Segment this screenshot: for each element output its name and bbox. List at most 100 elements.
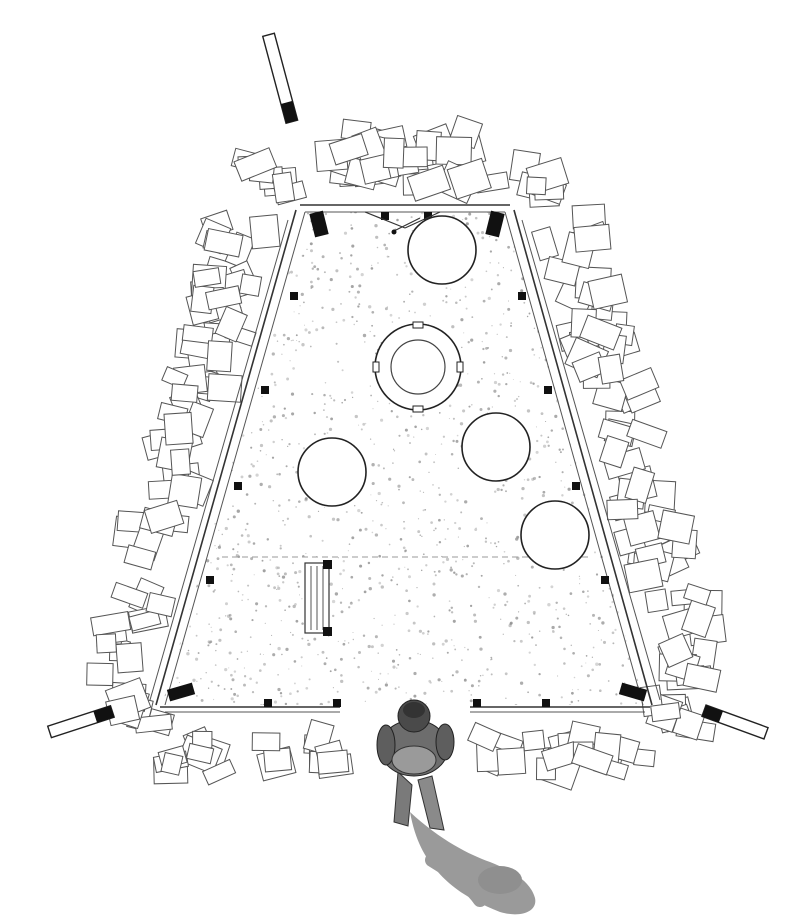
gravel-dot [455, 573, 458, 576]
wall-post [572, 482, 580, 490]
gravel-dot [243, 224, 247, 228]
gravel-dot [538, 586, 541, 589]
gravel-dot [317, 510, 320, 513]
gravel-dot [489, 250, 493, 253]
gravel-dot [342, 642, 346, 646]
gravel-dot [505, 336, 508, 339]
gravel-dot [251, 619, 254, 622]
stone-block [521, 729, 546, 752]
gravel-dot [382, 467, 385, 470]
gravel-dot [374, 635, 378, 639]
gravel-dot [458, 527, 462, 530]
gravel-dot [378, 687, 382, 691]
gravel-dot [432, 582, 436, 586]
gravel-dot [544, 221, 547, 224]
gravel-dot [634, 369, 637, 371]
gravel-dot [300, 292, 304, 297]
gravel-dot [420, 212, 424, 215]
gravel-dot [603, 472, 606, 475]
gravel-dot [649, 235, 651, 237]
gravel-dot [403, 300, 406, 303]
gravel-dot [488, 597, 490, 599]
gravel-dot [491, 709, 492, 710]
gravel-dot [384, 246, 389, 251]
gravel-dot [353, 323, 355, 326]
gravel-dot [406, 434, 410, 437]
gravel-dot [390, 410, 393, 413]
gravel-dot [465, 307, 468, 310]
gravel-dot [285, 647, 289, 652]
gravel-dot [316, 277, 320, 281]
gravel-dot [369, 438, 372, 440]
gravel-dot [533, 612, 536, 616]
gravel-dot [251, 690, 255, 694]
gravel-dot [351, 536, 355, 540]
gravel-dot [195, 525, 198, 528]
gravel-dot [237, 360, 239, 362]
gravel-dot [551, 625, 555, 630]
gravel-dot [591, 656, 594, 658]
gravel-dot [570, 644, 573, 647]
gravel-dot [424, 508, 427, 511]
gravel-dot [638, 605, 641, 608]
gravel-dot [492, 606, 495, 609]
gravel-dot [156, 423, 157, 424]
gravel-dot [486, 668, 489, 671]
gravel-dot [358, 651, 361, 654]
gravel-dot [523, 479, 526, 481]
gravel-dot [205, 559, 210, 563]
gravel-dot [473, 619, 477, 623]
gravel-dot [519, 639, 523, 643]
gravel-dot [421, 631, 425, 635]
gravel-dot [624, 238, 626, 240]
gravel-dot [457, 536, 459, 538]
gravel-dot [555, 601, 558, 605]
gravel-dot [296, 702, 299, 705]
gravel-dot [388, 543, 391, 546]
gravel-dot [423, 691, 427, 695]
gravel-dot [621, 664, 625, 667]
gravel-dot [368, 305, 372, 309]
gravel-dot [487, 407, 491, 411]
stone-block [573, 223, 612, 253]
gravel-dot [503, 592, 507, 596]
gravel-dot [597, 629, 599, 632]
gravel-dot [321, 650, 325, 654]
gravel-dot [542, 444, 547, 448]
gravel-dot [262, 423, 265, 426]
gravel-dot [515, 239, 519, 243]
gravel-dot [162, 270, 163, 274]
light-pole-top [261, 32, 299, 125]
gravel-dot [546, 440, 549, 444]
gravel-dot [187, 649, 190, 652]
gravel-dot [506, 372, 509, 374]
gravel-dot [614, 628, 617, 632]
gravel-dot [485, 270, 488, 273]
gravel-dot [437, 486, 440, 490]
stone-block [123, 544, 157, 571]
stone-block [204, 285, 243, 311]
gravel-dot [502, 313, 505, 315]
gravel-dot [434, 574, 437, 577]
gravel-dot [533, 663, 536, 667]
gravel-dot [559, 636, 563, 640]
gravel-dot [418, 460, 422, 464]
gravel-dot [515, 616, 519, 620]
gravel-dot [245, 220, 248, 223]
gravel-dot [158, 230, 161, 233]
gravel-dot [181, 214, 184, 217]
gravel-dot [567, 221, 571, 225]
gravel-dot [272, 415, 277, 419]
gravel-dot [178, 216, 182, 220]
gravel-dot [645, 337, 647, 339]
gravel-dot [505, 382, 508, 386]
gravel-dot [629, 355, 633, 359]
gravel-dot [216, 567, 219, 571]
gravel-dot [270, 372, 274, 376]
stone-block [399, 146, 428, 168]
gravel-dot [465, 573, 468, 576]
gravel-dot [448, 600, 451, 602]
gravel-dot [321, 306, 324, 309]
gravel-dot [638, 622, 641, 625]
